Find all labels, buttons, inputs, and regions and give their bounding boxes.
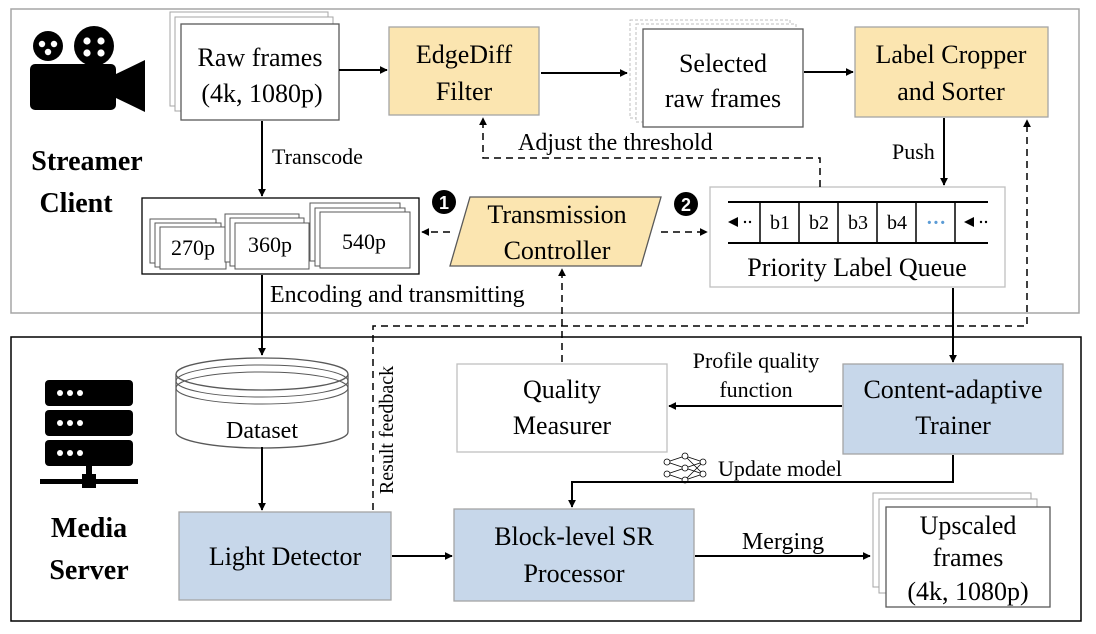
cropper-line1: Label Cropper [876,40,1027,69]
badge-two: 2 [674,192,698,216]
server-label-line2: Server [49,555,128,586]
upscaled-line3: (4k, 1080p) [907,577,1028,606]
selected-frames-node: Selected raw frames [629,19,804,128]
label-profile-line1: Profile quality [693,348,819,373]
queue-label: Priority Label Queue [747,253,967,282]
edges-dashed [372,117,1031,510]
dataset-node: Dataset [175,357,349,449]
sr-line2: Processor [523,559,624,588]
controller-line1: Transmission [487,200,626,229]
edgediff-filter-node: EdgeDiff Filter [388,26,540,116]
server-icon [40,380,138,488]
label-push: Push [892,139,935,164]
upscaled-line1: Upscaled [920,511,1017,540]
label-cropper-node: Label Cropper and Sorter [854,26,1049,118]
queue-cell-ellipsis: ··· [926,212,946,234]
trainer-line1: Content-adaptive [863,375,1042,404]
detector-label: Light Detector [209,542,362,571]
edge-adjust-threshold [479,117,821,187]
badge-one: 1 [432,190,456,214]
queue-cell-b1: b1 [770,212,790,234]
label-transcode: Transcode [272,144,363,169]
content-trainer-node: Content-adaptive Trainer [842,363,1064,455]
edge-result-feedback [372,119,1031,510]
label-merging: Merging [742,529,824,555]
res-360p: 360p [248,232,292,257]
label-result-feedback: Result feedback [376,366,398,494]
edges-solid [258,66,957,560]
controller-line2: Controller [504,236,611,265]
queue-cell-b4: b4 [887,212,907,234]
sr-processor-node: Block-level SR Processor [453,508,695,602]
upscaled-line2: frames [933,543,1004,572]
camera-icon [30,26,145,112]
raw-frames-line1: Raw frames [198,43,323,72]
dataset-label: Dataset [226,418,298,444]
server-region [10,336,1082,622]
raw-frames-node: Raw frames (4k, 1080p) [169,11,340,121]
label-adjust-threshold: Adjust the threshold [518,130,713,156]
res-540p: 540p [342,229,386,254]
svg-text:2: 2 [681,195,691,215]
raw-frames-line2: (4k, 1080p) [201,79,322,108]
label-profile-line2: function [719,377,792,402]
selected-line1: Selected [679,49,767,78]
quality-line1: Quality [523,375,601,404]
neural-network-icon [663,452,707,484]
label-encoding: Encoding and transmitting [270,282,525,308]
client-region [10,8,1080,314]
edge-trainer-to-sr [568,455,954,508]
client-label-line2: Client [39,188,113,219]
priority-queue-node: b1 b2 b3 b4 ··· Priority Label Queue [709,186,1006,288]
trainer-line2: Trainer [915,411,991,440]
edgediff-line2: Filter [436,77,493,106]
quality-line2: Measurer [513,411,612,440]
queue-cell-b2: b2 [809,212,829,234]
transmission-controller-node: Transmission Controller [449,196,662,267]
upscaled-frames-node: Upscaled frames (4k, 1080p) [872,492,1051,608]
label-update-model: Update model [718,456,842,481]
client-label-line1: Streamer [31,146,142,177]
edgediff-line1: EdgeDiff [416,40,513,69]
resolution-group: 270p 360p 540p [141,197,420,275]
selected-line2: raw frames [665,84,781,113]
light-detector-node: Light Detector [178,511,392,601]
svg-text:1: 1 [439,193,449,213]
sr-line1: Block-level SR [494,522,654,551]
server-label-line1: Media [51,513,127,544]
quality-measurer-node: Quality Measurer [456,363,668,453]
cropper-line2: and Sorter [897,77,1005,106]
queue-cell-b3: b3 [848,212,868,234]
res-270p: 270p [171,235,215,260]
